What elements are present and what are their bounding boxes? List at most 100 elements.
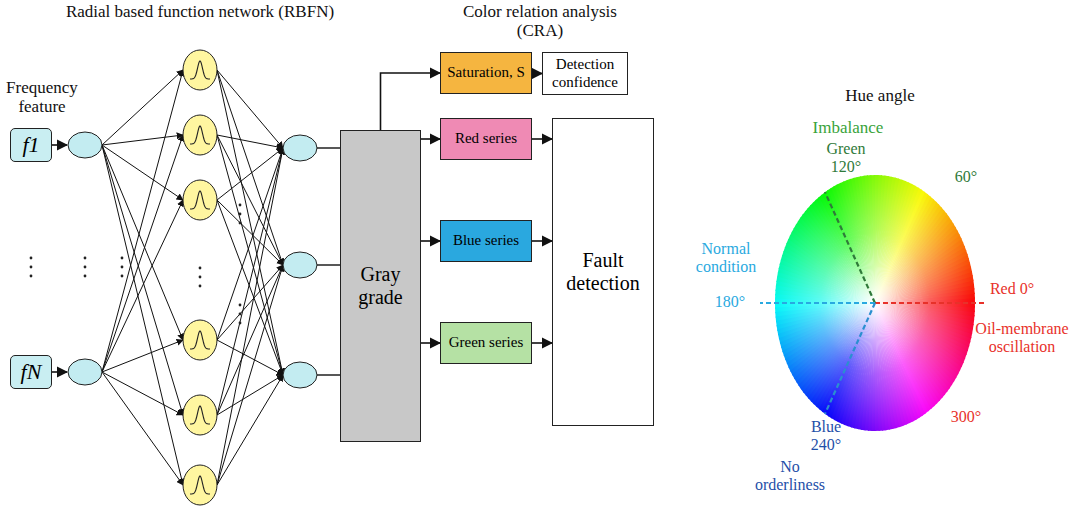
neuron-circle [283,135,317,161]
ellipsis-dot [199,267,202,270]
annotation-label: Oil-membrane oscillation [966,320,1078,356]
ellipsis-dot [84,257,87,260]
ellipsis-dot [121,275,124,278]
series-box: Blue series [440,220,532,262]
node-text: Detection confidence [543,56,627,91]
network-link [217,375,283,485]
ellipsis-dot [30,275,33,278]
node-text: Red series [455,130,517,147]
neuron-circle [68,132,102,158]
rbf-neuron [183,395,217,435]
network-link [217,148,283,200]
node-text: Green series [449,334,524,351]
gaussian-curve [190,191,210,209]
neuron-circle [68,359,102,385]
network-link [217,340,283,375]
gaussian-curve [190,61,210,79]
network-link [102,145,183,415]
hue-axis [760,302,875,304]
neuron-circle [283,252,317,278]
fault-detection-box: Fault detection [552,118,654,426]
output-line [317,147,340,148]
section-heading: Radial based function network (RBFN) [65,2,335,21]
ellipsis-dot [84,275,87,278]
feature-box: f1 [10,128,52,162]
input-arrow [52,371,67,373]
network-link [102,70,183,372]
gaussian-curve [190,476,210,494]
network-link [102,340,183,372]
confidence-box: Detection confidence [542,52,628,95]
annotation-label: 300° [944,408,988,426]
network-link [217,70,283,265]
node-text: f1 [22,132,39,157]
network-link [217,265,283,485]
section-heading: Color relation analysis (CRA) [440,2,640,40]
ellipsis-dot [121,266,124,269]
network-link [102,145,183,485]
ellipsis-dot [239,204,242,207]
connector-arrow [421,240,440,242]
rbf-neuron [183,320,217,360]
series-box: Red series [440,118,532,160]
network-link [102,200,183,372]
hue-axis [825,192,875,303]
ellipsis-dot [239,213,242,216]
hue-axis [825,303,875,414]
connector-arrow [421,138,440,140]
ellipsis-dot [121,257,124,260]
connector-arrow [532,342,552,344]
network-link [217,200,283,265]
ellipsis-dot [30,266,33,269]
gaussian-curve [190,406,210,424]
node-text: Blue series [453,232,519,249]
annotation-label: Imbalance [798,118,898,137]
network-link [217,265,283,340]
connector-arrow [532,73,542,75]
ellipsis-dot [239,304,242,307]
hue-axis [875,302,987,304]
connector-arrow [381,73,441,130]
network-link [217,148,283,485]
saturation-box: Saturation, S [440,52,532,94]
output-line [317,264,340,265]
annotation-label: Blue 240° [801,418,851,454]
annotation-label: Red 0° [989,280,1035,298]
node-text: fN [21,359,42,384]
output-line [317,374,340,375]
ellipsis-dot [84,266,87,269]
network-link [217,375,283,415]
annotation-label: No orderliness [745,458,835,494]
network-link [102,145,183,200]
network-link [217,135,283,148]
rbf-neuron [183,115,217,155]
network-link [217,70,283,375]
network-link [102,145,183,340]
rbf-neuron [183,50,217,90]
feature-box: fN [10,355,52,389]
neuron-circle [283,362,317,388]
ellipsis-dot [239,222,242,225]
network-link [102,135,183,145]
hue-wheel [775,175,975,431]
annotation-label: Normal condition [684,240,768,276]
network-link [102,372,183,415]
connector-arrow [532,240,552,242]
gray-grade-box: Gray grade [340,130,421,442]
saturation-fade [775,175,975,431]
node-text: Fault detection [553,249,653,295]
annotation-label: 180° [708,293,752,311]
network-link [217,148,283,340]
rbf-neuron [183,180,217,220]
network-link [217,265,283,415]
ellipsis-dot [199,285,202,288]
annotation-label: 60° [944,168,988,186]
connector-arrow [532,138,552,140]
network-link [102,70,183,145]
ellipsis-dot [239,313,242,316]
node-text: Gray grade [341,263,420,309]
rbf-neuron [183,465,217,505]
series-box: Green series [440,322,532,364]
gaussian-curve [190,331,210,349]
annotation-label: Hue angle [830,86,930,105]
